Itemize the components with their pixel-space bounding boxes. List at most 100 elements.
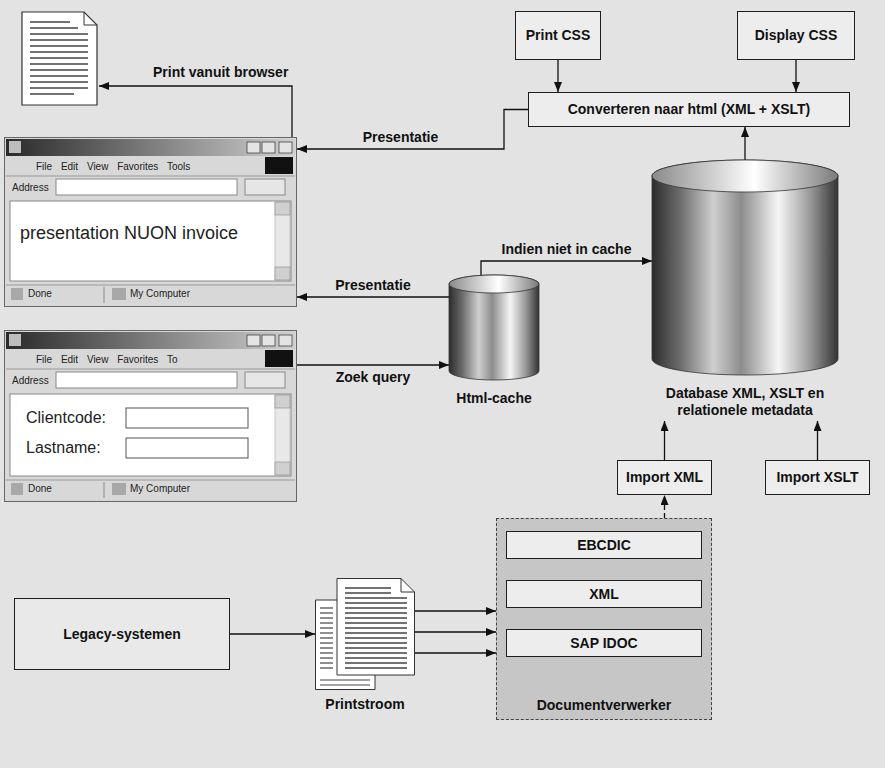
processor-group: Documentverwerker EBCDIC XML SAP IDOC: [496, 518, 712, 720]
page-text-line: [320, 662, 333, 663]
cylinder-top: [652, 160, 838, 192]
address-field: [56, 372, 237, 388]
address-field: [56, 179, 237, 195]
line-label: Print vanuit browser: [150, 64, 291, 81]
page-text-line: [345, 607, 407, 608]
page-text-line: [345, 592, 391, 593]
page-text-line: [345, 662, 407, 663]
status-icon: [11, 483, 23, 495]
node-label: Lastname:: [26, 438, 101, 457]
window-button: [262, 335, 275, 346]
process-box: Converteren naar html (XML + XSLT): [528, 92, 850, 127]
connector-arrow: [297, 364, 449, 365]
browser-logo: [265, 157, 293, 174]
stylesheet-box: Print CSS: [515, 11, 601, 60]
print-line: [99, 86, 292, 137]
stylesheet-box: Display CSS: [737, 11, 855, 60]
connector-arrow: [230, 633, 315, 634]
status-separator: [104, 287, 105, 303]
page-text-line: [345, 652, 407, 653]
document-stack: [315, 578, 415, 690]
scrollbar: [275, 202, 290, 280]
connector-arrow: [415, 652, 496, 653]
page-text-line: [320, 617, 333, 618]
window-button: [279, 335, 292, 346]
connector-arrow: [664, 421, 665, 460]
node-label: Import XML: [626, 469, 703, 486]
node-label: SAP IDOC: [570, 635, 637, 652]
database-cylinder: Database XML, XSLT en relationele metada…: [652, 160, 838, 421]
page-text-line: [345, 657, 407, 658]
edge-label: Zoek query: [333, 369, 414, 386]
edge-label: Indien niet in cache: [499, 241, 635, 258]
browser-logo: [265, 350, 293, 367]
window-button: [247, 335, 260, 346]
edge-label: Presentatie: [360, 129, 441, 146]
page-text-line: [320, 607, 333, 608]
page-text-line: [320, 679, 370, 680]
node-label: Database XML, XSLT en relationele metada…: [643, 385, 847, 419]
scrollbar: [275, 395, 290, 475]
print-stream-icon: Printstroom: [315, 578, 415, 715]
scroll-button: [275, 267, 290, 280]
browser-window: File Edit View Favorites ToolsAddress pre…: [4, 137, 297, 307]
window-icon: [9, 334, 21, 346]
page-fold: [84, 12, 97, 25]
format-box: EBCDIC: [506, 531, 702, 559]
status-rule: [6, 285, 295, 286]
connector-arrow: [415, 631, 496, 632]
window-frame: [5, 138, 297, 307]
page-text-line: [345, 667, 407, 668]
node-label: Documentverwerker: [497, 697, 711, 714]
printed-page: [22, 12, 97, 105]
connector-arrow: [664, 495, 665, 518]
scroll-button: [275, 462, 290, 475]
node-label: File Edit View Favorites To: [36, 354, 177, 366]
node-label: Legacy-systemen: [63, 626, 181, 643]
node-label: File Edit View Favorites Tools: [36, 161, 190, 173]
node-label: presentation NUON invoice: [20, 223, 238, 245]
node-label: Printstroom: [325, 696, 404, 713]
title-bar: [6, 332, 295, 349]
node-label: XML: [589, 586, 619, 603]
page-text-line: [320, 637, 333, 638]
go-button: [245, 179, 285, 195]
node-label: Done: [28, 483, 52, 495]
page-fold: [401, 579, 415, 593]
page-text-line: [320, 612, 333, 613]
window-button: [247, 142, 260, 153]
input-field: [126, 438, 248, 458]
connector-arrow: [297, 296, 449, 297]
format-box: XML: [506, 580, 702, 608]
page-text-line: [320, 667, 333, 668]
window-frame: [5, 331, 297, 502]
connector-arrow: [744, 127, 745, 160]
page-text-line: [345, 602, 407, 603]
node-label: EBCDIC: [577, 537, 631, 554]
connector-arrow: [557, 60, 558, 92]
content-area: [10, 201, 291, 281]
input-field: [126, 408, 248, 428]
status-icon: [112, 288, 126, 300]
page-text-line: [320, 627, 333, 628]
cylinder-shape: [449, 275, 539, 380]
page-text-line: [320, 652, 333, 653]
status-icon: [11, 288, 23, 300]
page-text-line: [320, 632, 333, 633]
toolbar-rule: [6, 176, 295, 177]
node-label: Address: [12, 182, 49, 194]
node-label: Done: [28, 288, 52, 300]
title-bar: [6, 139, 295, 156]
cylinder-body: [449, 275, 539, 380]
connector-arrow: [817, 421, 818, 460]
browser-window: File Edit View Favorites ToAddressClient…: [4, 330, 297, 502]
page-text-lines: [30, 22, 88, 94]
page-text-line: [345, 587, 391, 588]
import-box: Import XSLT: [765, 460, 870, 495]
node-label: My Computer: [130, 288, 190, 300]
page-text-line: [345, 642, 407, 643]
page-text-line: [320, 657, 333, 658]
status-separator: [104, 482, 105, 498]
scroll-button: [275, 202, 290, 215]
